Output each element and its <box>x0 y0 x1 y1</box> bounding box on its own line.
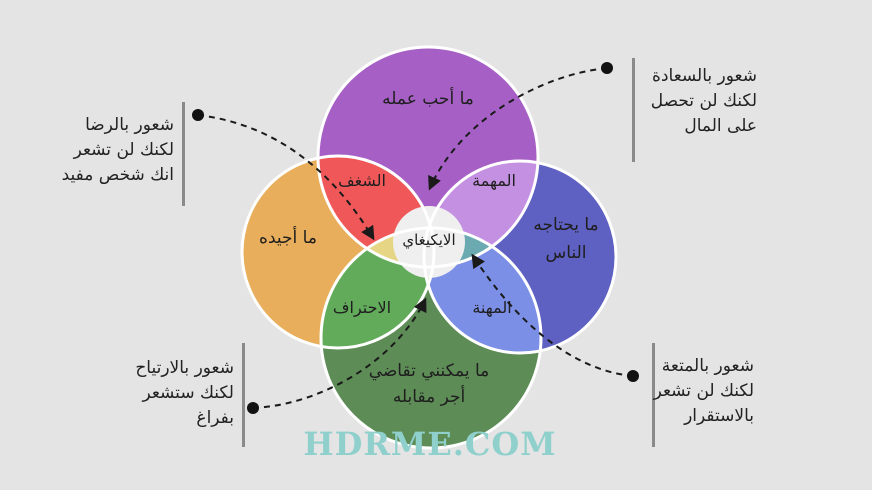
note-top-right-line-1: شعور بالسعادة <box>652 66 757 86</box>
note-bottom-left-bar <box>242 343 245 447</box>
arrow-dot-top-left <box>192 109 204 121</box>
arrow-bottom-left <box>252 297 427 409</box>
note-top-left-line-3: انك شخص مفيد <box>61 165 174 185</box>
label-ikigai: الايكيغاي <box>402 231 455 250</box>
label-vocation: المهنة <box>472 298 511 318</box>
note-bottom-left: شعور بالارتياح لكنك ستشعر بفراغ <box>135 356 234 431</box>
label-profession: الاحتراف <box>333 298 391 318</box>
note-top-right: شعور بالسعادة لكنك لن تحصل على المال <box>651 64 757 139</box>
note-top-left-line-2: لكنك لن تشعر <box>73 140 174 160</box>
label-passion: الشغف <box>338 171 386 190</box>
center-ikigai <box>393 206 465 278</box>
note-bottom-right: شعور بالمتعة لكنك لن تشعر بالاستقرار <box>654 354 754 429</box>
label-love: ما أحب عمله <box>382 87 474 109</box>
watermark: HDRME.COM <box>303 425 556 463</box>
note-top-right-line-2: لكنك لن تحصل <box>650 91 757 111</box>
arrow-top-left <box>197 114 375 241</box>
arrow-top-right <box>428 67 608 191</box>
note-top-left-bar <box>182 102 185 206</box>
label-paid-for-1: ما يمكنني تقاضي <box>369 361 490 381</box>
label-mission: المهمة <box>472 171 516 191</box>
note-bottom-left-line-3: بفراغ <box>196 408 234 428</box>
circle-outlines <box>240 45 618 450</box>
label-world-needs-2: الناس <box>546 243 587 263</box>
note-bottom-right-line-3: بالاستقرار <box>684 406 754 426</box>
note-top-right-line-3: على المال <box>684 116 757 136</box>
note-bottom-right-bar <box>652 343 655 447</box>
note-top-left: شعور بالرضا لكنك لن تشعر انك شخص مفيد <box>62 113 174 188</box>
arrow-bottom-right <box>471 253 634 377</box>
note-bottom-right-line-2: لكنك لن تشعر <box>653 381 754 401</box>
note-bottom-left-line-2: لكنك ستشعر <box>142 383 234 403</box>
arrow-dot-top-right <box>601 62 613 74</box>
note-top-left-line-1: شعور بالرضا <box>85 115 174 135</box>
arrow-dot-bottom-left <box>247 402 259 414</box>
note-top-right-bar <box>632 58 635 162</box>
label-good-at: ما أجيده <box>259 226 317 248</box>
label-world-needs-1: ما يحتاجه <box>533 215 598 235</box>
note-bottom-right-line-1: شعور بالمتعة <box>661 356 754 376</box>
note-bottom-left-line-1: شعور بالارتياح <box>135 358 234 378</box>
arrow-dot-bottom-right <box>627 370 639 382</box>
label-paid-for-2: أجر مقابله <box>393 385 465 407</box>
